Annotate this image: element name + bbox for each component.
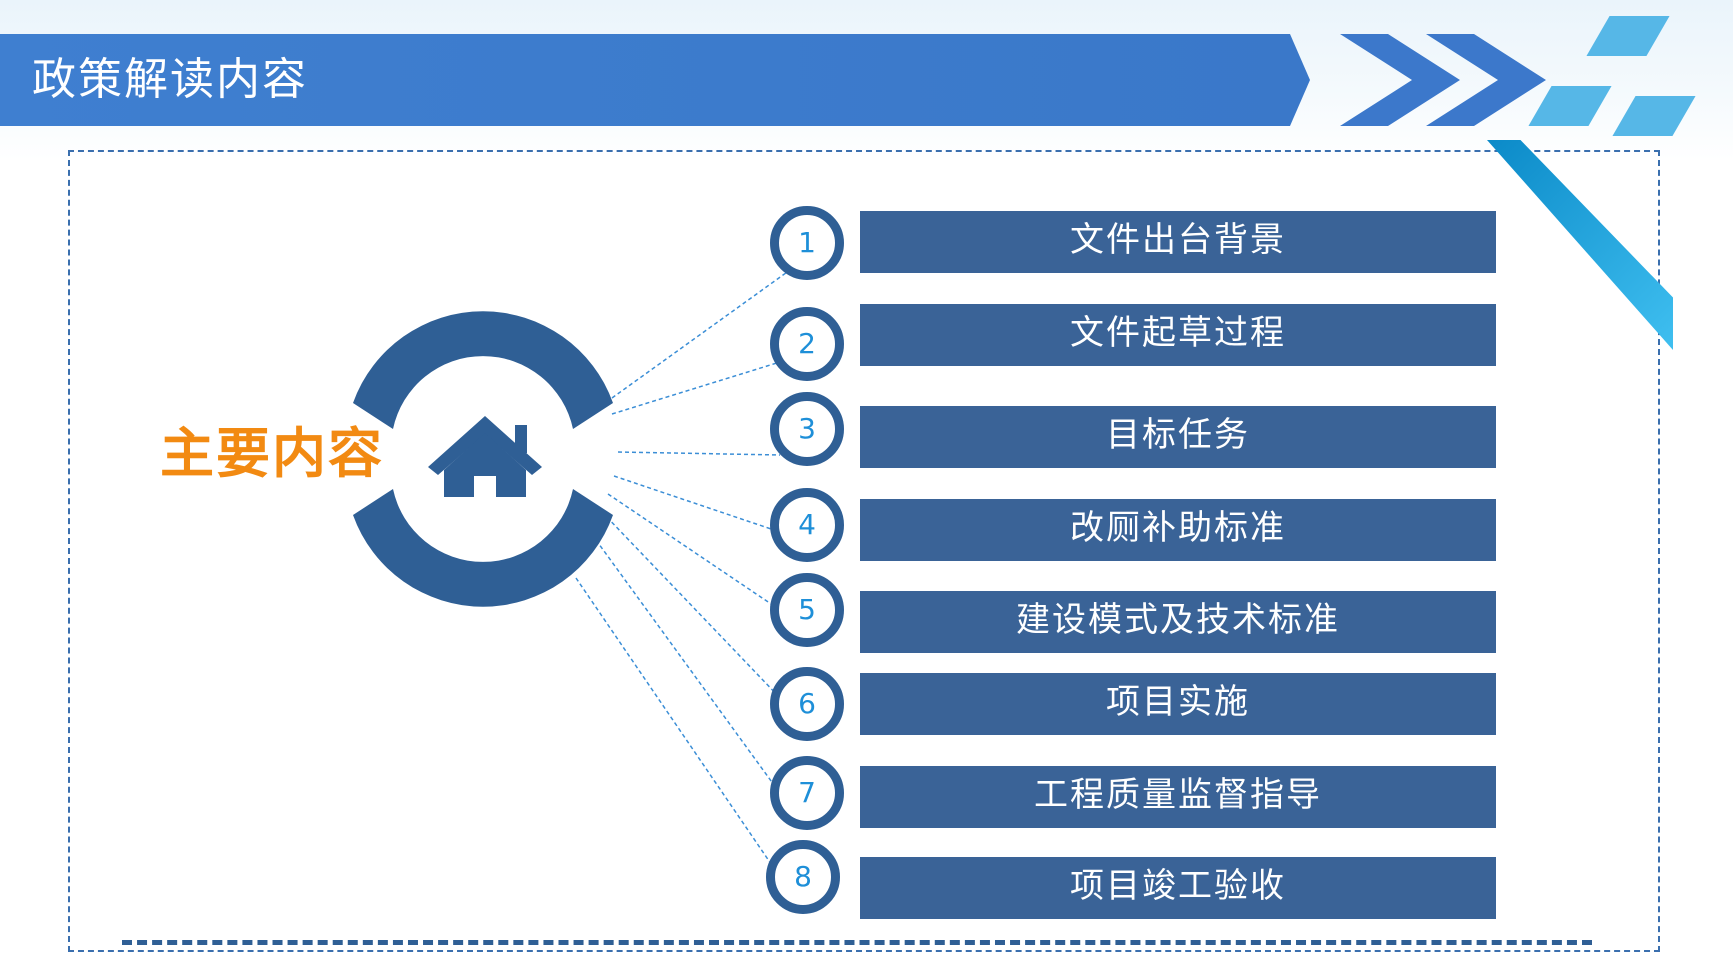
- item-number-circle: 3: [770, 392, 844, 466]
- home-icon: [428, 416, 542, 497]
- item-number-circle: 1: [770, 206, 844, 280]
- item-number-circle: 5: [770, 573, 844, 647]
- ring-arc-bottom: [353, 489, 613, 607]
- connector-line: [601, 511, 783, 701]
- item-bar: 目标任务: [860, 406, 1496, 468]
- item-number-circle: 4: [770, 488, 844, 562]
- item-number-circle: 8: [766, 840, 840, 914]
- item-bar: 项目实施: [860, 673, 1496, 735]
- bottom-dashed-line: [122, 940, 1592, 945]
- item-bar: 项目竣工验收: [860, 857, 1496, 919]
- ring-arc-top: [353, 311, 613, 429]
- item-bar: 工程质量监督指导: [860, 766, 1496, 828]
- connector-line: [611, 361, 781, 415]
- center-label: 主要内容: [160, 422, 384, 485]
- item-bar: 文件出台背景: [860, 211, 1496, 273]
- page-title: 政策解读内容: [32, 54, 308, 105]
- item-bar: 改厕补助标准: [860, 499, 1496, 561]
- item-number-circle: 2: [770, 307, 844, 381]
- connector-line: [575, 577, 783, 881]
- item-bar: 建设模式及技术标准: [860, 591, 1496, 653]
- connector-line: [595, 539, 783, 797]
- content-frame: [68, 150, 1660, 952]
- item-number-circle: 6: [770, 667, 844, 741]
- item-bar: 文件起草过程: [860, 304, 1496, 366]
- center-ring: [353, 311, 613, 607]
- connector-line: [617, 451, 781, 456]
- item-number-circle: 7: [770, 756, 844, 830]
- connector-line: [611, 269, 791, 399]
- connector-line: [613, 475, 781, 533]
- header-bar: [0, 34, 1310, 126]
